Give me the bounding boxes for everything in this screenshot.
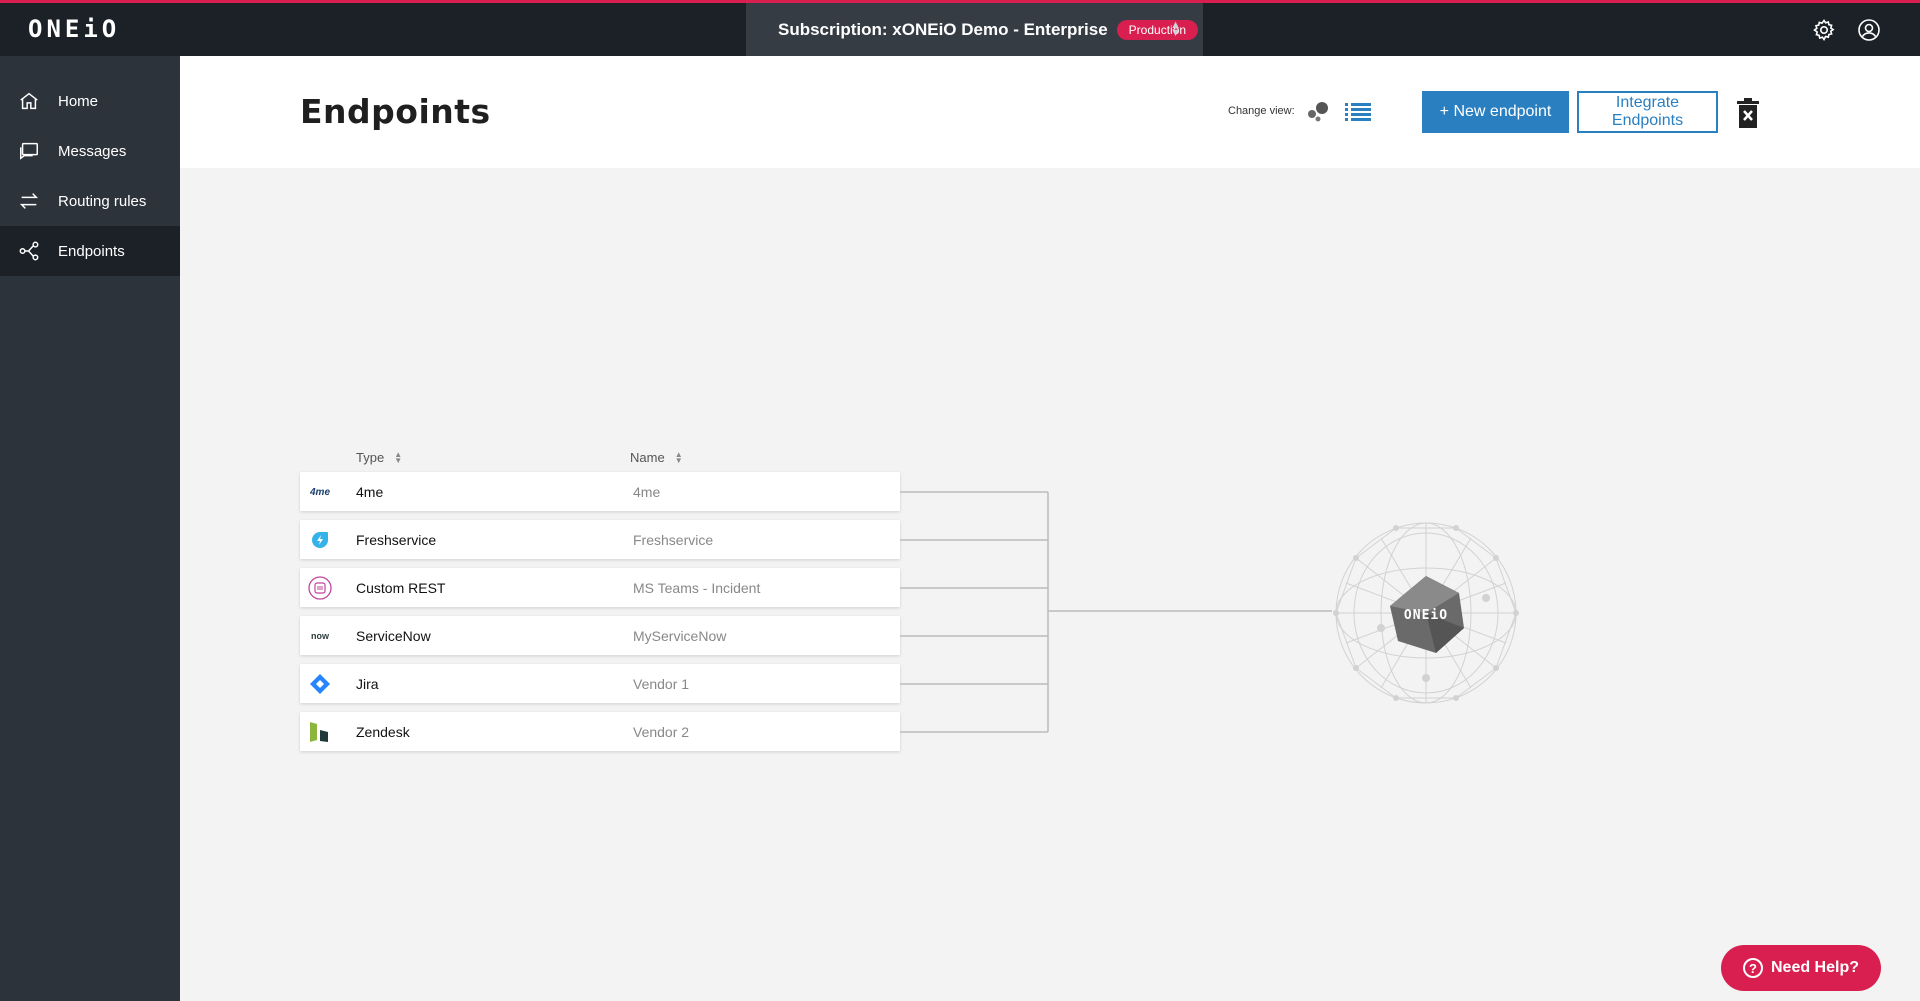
endpoint-name: Vendor 2 bbox=[633, 724, 690, 740]
sidebar-item-label: Home bbox=[58, 92, 99, 110]
sidebar-item-label: Routing rules bbox=[58, 192, 147, 210]
hub-label: ONEiO bbox=[1404, 608, 1448, 623]
logo-text: ONEiO bbox=[28, 15, 121, 43]
zendesk-logo-icon bbox=[307, 719, 333, 745]
endpoint-type: Zendesk bbox=[356, 724, 410, 740]
endpoint-type: Freshservice bbox=[356, 532, 437, 548]
top-bar: ONEiO Subscription: xONEiO Demo - Enterp… bbox=[0, 0, 1920, 56]
sidebar-item-messages[interactable]: Messages bbox=[0, 126, 180, 176]
endpoint-row[interactable]: Custom REST MS Teams - Incident bbox=[300, 568, 900, 607]
need-help-label: Need Help? bbox=[1770, 959, 1859, 976]
list-view-icon[interactable] bbox=[1345, 102, 1371, 122]
column-header-label: Name bbox=[630, 450, 665, 465]
sidebar-item-label: Endpoints bbox=[58, 242, 125, 260]
endpoint-row[interactable]: 4me 4me 4me bbox=[300, 472, 900, 511]
trash-icon[interactable] bbox=[1735, 97, 1761, 129]
column-header-type[interactable]: Type ▲▼ bbox=[356, 450, 402, 465]
endpoint-type: ServiceNow bbox=[356, 628, 431, 644]
routing-arrows-icon bbox=[19, 193, 39, 209]
sidebar-item-routing-rules[interactable]: Routing rules bbox=[0, 176, 180, 226]
subscription-label: Subscription: xONEiO Demo - Enterprise bbox=[778, 19, 1108, 39]
endpoint-row[interactable]: Jira Vendor 1 bbox=[300, 664, 900, 703]
endpoint-type: Custom REST bbox=[356, 580, 446, 596]
endpoint-row[interactable]: Zendesk Vendor 2 bbox=[300, 712, 900, 751]
change-view-label: Change view: bbox=[1228, 105, 1295, 117]
sidebar-item-endpoints[interactable]: Endpoints bbox=[0, 226, 180, 276]
endpoint-name: MS Teams - Incident bbox=[633, 580, 761, 596]
need-help-button[interactable]: ? Need Help? bbox=[1721, 945, 1881, 991]
column-header-label: Type bbox=[356, 450, 385, 465]
bubbles-view-icon[interactable] bbox=[1305, 100, 1333, 122]
sidebar: Home Messages Routing rules Endpoints bbox=[0, 56, 180, 1001]
oneio-hub-icon[interactable]: ONEiO bbox=[1326, 518, 1526, 708]
endpoint-name: MyServiceNow bbox=[633, 628, 727, 644]
servicenow-logo-icon: now bbox=[311, 631, 329, 641]
endpoint-type: Jira bbox=[356, 676, 379, 692]
messages-icon bbox=[20, 142, 38, 160]
gear-icon[interactable] bbox=[1812, 18, 1836, 42]
home-icon bbox=[20, 92, 38, 110]
question-icon: ? bbox=[1742, 958, 1763, 978]
user-circle-icon[interactable] bbox=[1857, 18, 1881, 42]
custom-rest-logo-icon bbox=[307, 575, 333, 601]
endpoints-network-icon bbox=[19, 241, 39, 261]
endpoint-name: 4me bbox=[633, 484, 661, 500]
sidebar-item-home[interactable]: Home bbox=[0, 76, 180, 126]
endpoint-type: 4me bbox=[356, 484, 384, 500]
endpoint-name: Freshservice bbox=[633, 532, 714, 548]
jira-logo-icon bbox=[307, 671, 333, 697]
sort-icon: ▲▼ bbox=[394, 449, 403, 465]
integrate-endpoints-button[interactable]: Integrate Endpoints bbox=[1577, 91, 1718, 133]
sidebar-item-label: Messages bbox=[58, 142, 127, 160]
column-header-name[interactable]: Name ▲▼ bbox=[630, 450, 683, 465]
endpoint-connector-lines bbox=[900, 491, 1332, 733]
page-title: Endpoints bbox=[300, 92, 491, 131]
oneio-logo[interactable]: ONEiO bbox=[28, 15, 121, 43]
new-endpoint-button[interactable]: + New endpoint bbox=[1422, 91, 1569, 133]
page-header: Endpoints Change view: + New endpoint In… bbox=[180, 56, 1920, 168]
endpoint-name: Vendor 1 bbox=[633, 676, 690, 692]
4me-logo-icon: 4me bbox=[309, 486, 330, 498]
sort-chevrons-icon: ▲▼ bbox=[1170, 19, 1181, 39]
endpoint-row[interactable]: now ServiceNow MyServiceNow bbox=[300, 616, 900, 655]
environment-badge: Production bbox=[1116, 19, 1199, 40]
endpoint-row[interactable]: Freshservice Freshservice bbox=[300, 520, 900, 559]
subscription-selector[interactable]: Subscription: xONEiO Demo - Enterprise P… bbox=[746, 3, 1203, 56]
sort-icon: ▲▼ bbox=[674, 449, 683, 465]
freshservice-logo-icon bbox=[307, 527, 333, 553]
